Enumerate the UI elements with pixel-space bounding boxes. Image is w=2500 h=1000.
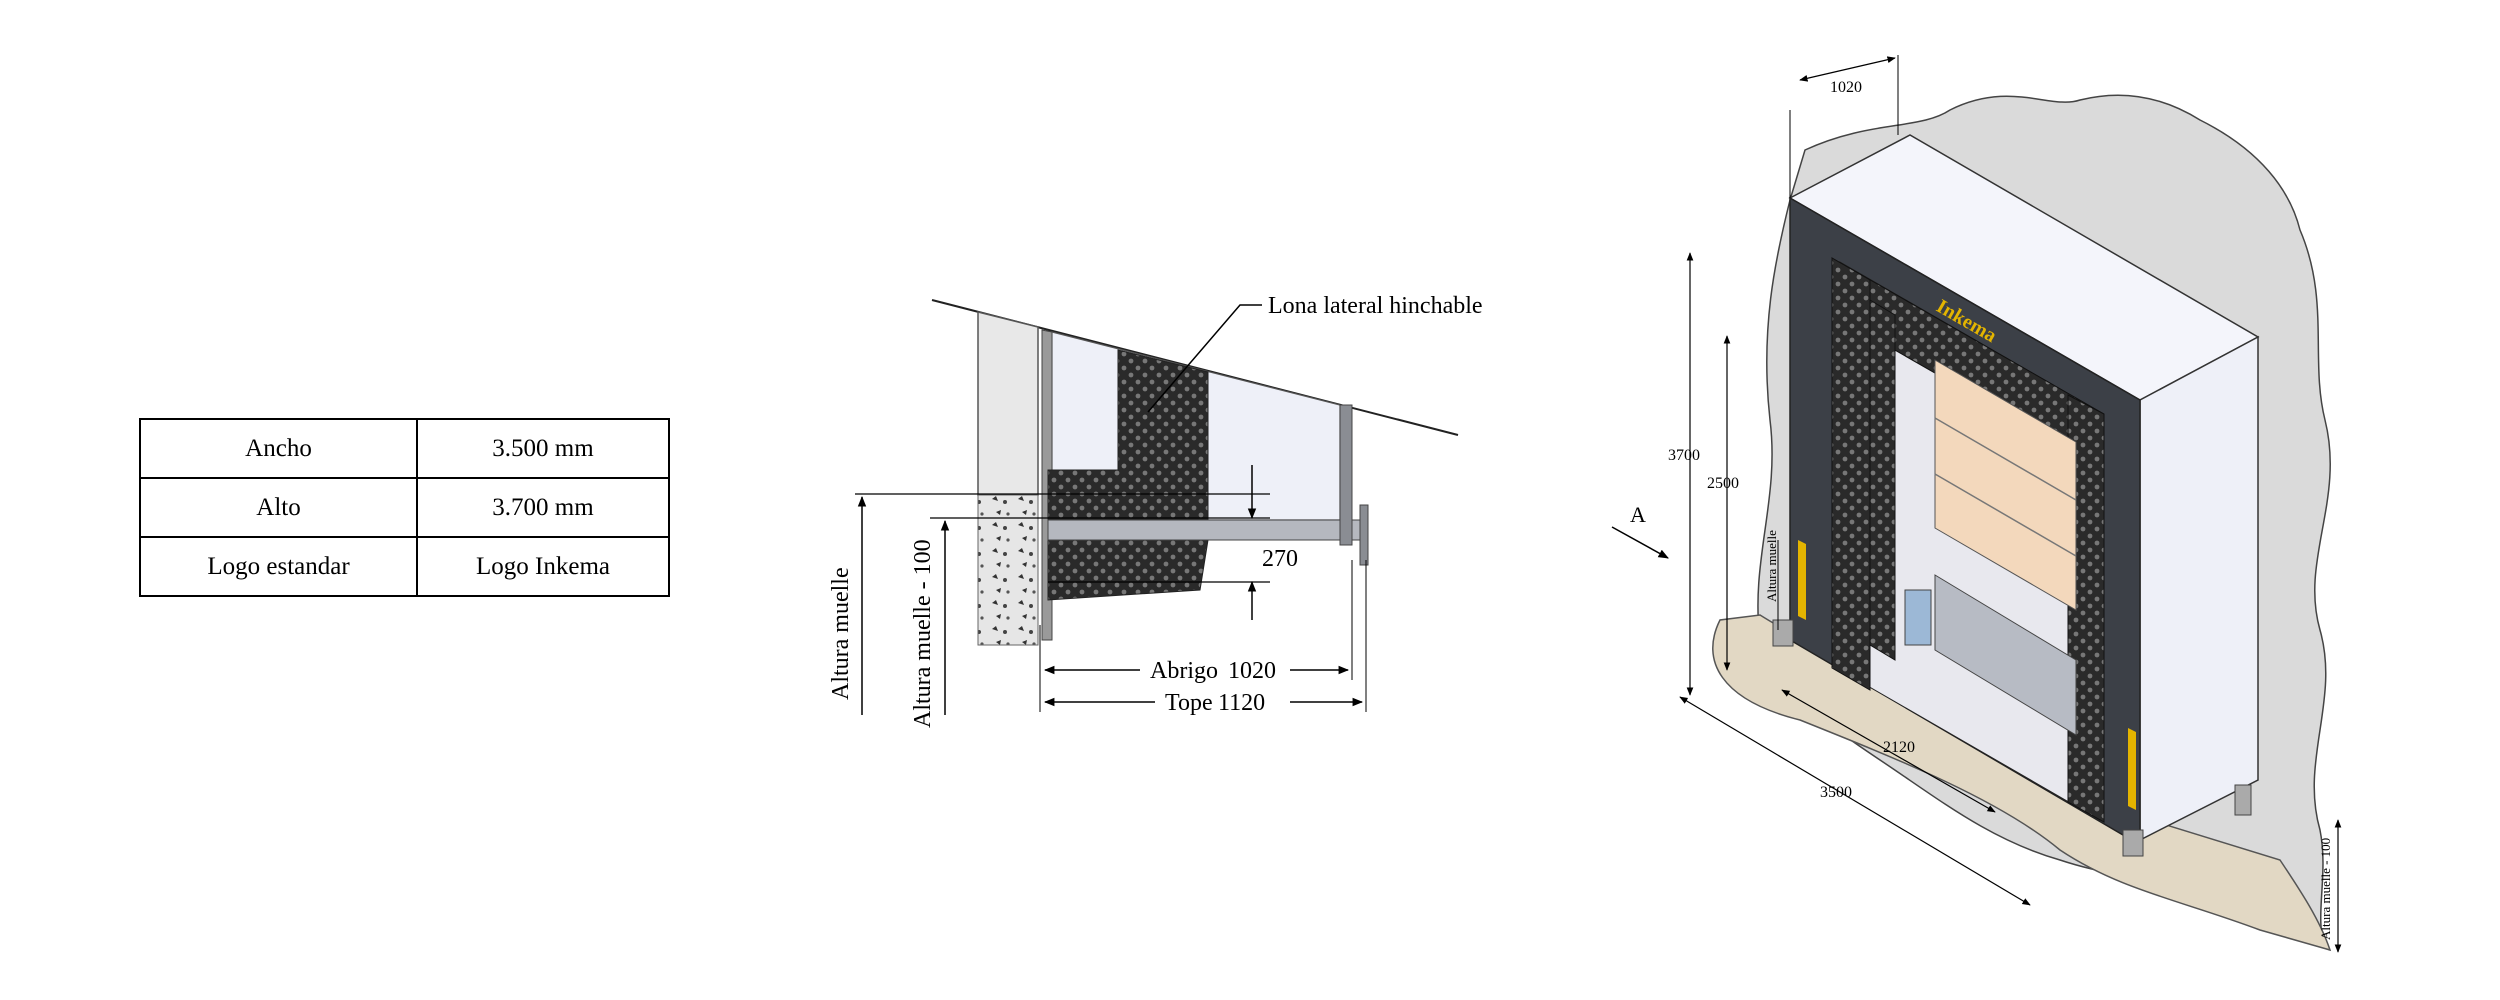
tope-label: Tope — [1165, 690, 1213, 716]
dim-3500: 3500 — [1820, 784, 1852, 801]
wall — [977, 311, 1039, 496]
iso-altura-muelle-100-label: Altura muelle - 100 — [2318, 838, 2333, 940]
front-post — [1339, 404, 1353, 546]
callout-leader — [1147, 304, 1262, 413]
dim-2120: 2120 — [1883, 739, 1915, 756]
spec-value: Logo Inkema — [416, 536, 670, 597]
dim-3700: 3700 — [1668, 447, 1700, 464]
table-row: Logo estandar Logo Inkema — [139, 536, 670, 597]
yellow-stripe-left — [1798, 540, 1806, 620]
abrigo-label: Abrigo — [1150, 658, 1218, 684]
spec-label: Ancho — [139, 418, 418, 479]
view-marker-a: A — [1630, 502, 1646, 527]
canopy-side-panel — [2139, 335, 2259, 842]
truck-door — [1934, 359, 2077, 611]
dim-270: 270 — [1262, 546, 1298, 572]
bottom-beam — [1047, 519, 1361, 541]
spec-table: Ancho 3.500 mm Alto 3.700 mm Logo estand… — [139, 418, 670, 597]
dock-leveler — [1934, 574, 2077, 736]
iso-altura-muelle-label: Altura muelle — [1764, 530, 1779, 602]
bumper — [1359, 504, 1369, 566]
altura-muelle-100-label: Altura muelle - 100 — [910, 539, 936, 728]
spec-value: 3.700 mm — [416, 477, 670, 538]
dim-1020: 1020 — [1830, 79, 1862, 96]
abrigo-value: 1020 — [1228, 658, 1276, 684]
view-arrow — [1611, 526, 1669, 559]
dim-2500: 2500 — [1707, 475, 1739, 492]
dock-concrete — [977, 494, 1039, 646]
left-inflatable-bag — [1831, 257, 1871, 691]
yellow-stripe-right — [2128, 728, 2136, 810]
spec-label: Logo estandar — [139, 536, 418, 597]
control-box — [1904, 589, 1932, 646]
altura-muelle-label: Altura muelle — [828, 567, 854, 700]
section-view: 270 Lona lateral hinchable Abrigo 1020 T… — [828, 293, 1483, 728]
spec-label: Alto — [139, 477, 418, 538]
inflatable-bag-lower — [1047, 539, 1209, 601]
tope-value: 1120 — [1218, 690, 1265, 716]
table-row: Alto 3.700 mm — [139, 477, 670, 538]
callout-inflatable-side: Lona lateral hinchable — [1268, 293, 1483, 319]
left-inflatable-bag-inner — [1869, 299, 1896, 661]
table-row: Ancho 3.500 mm — [139, 418, 670, 479]
spec-value: 3.500 mm — [416, 418, 670, 479]
isometric-view: Inkema 1020 3700 2500 2120 3500 A Altura… — [1611, 55, 2342, 953]
